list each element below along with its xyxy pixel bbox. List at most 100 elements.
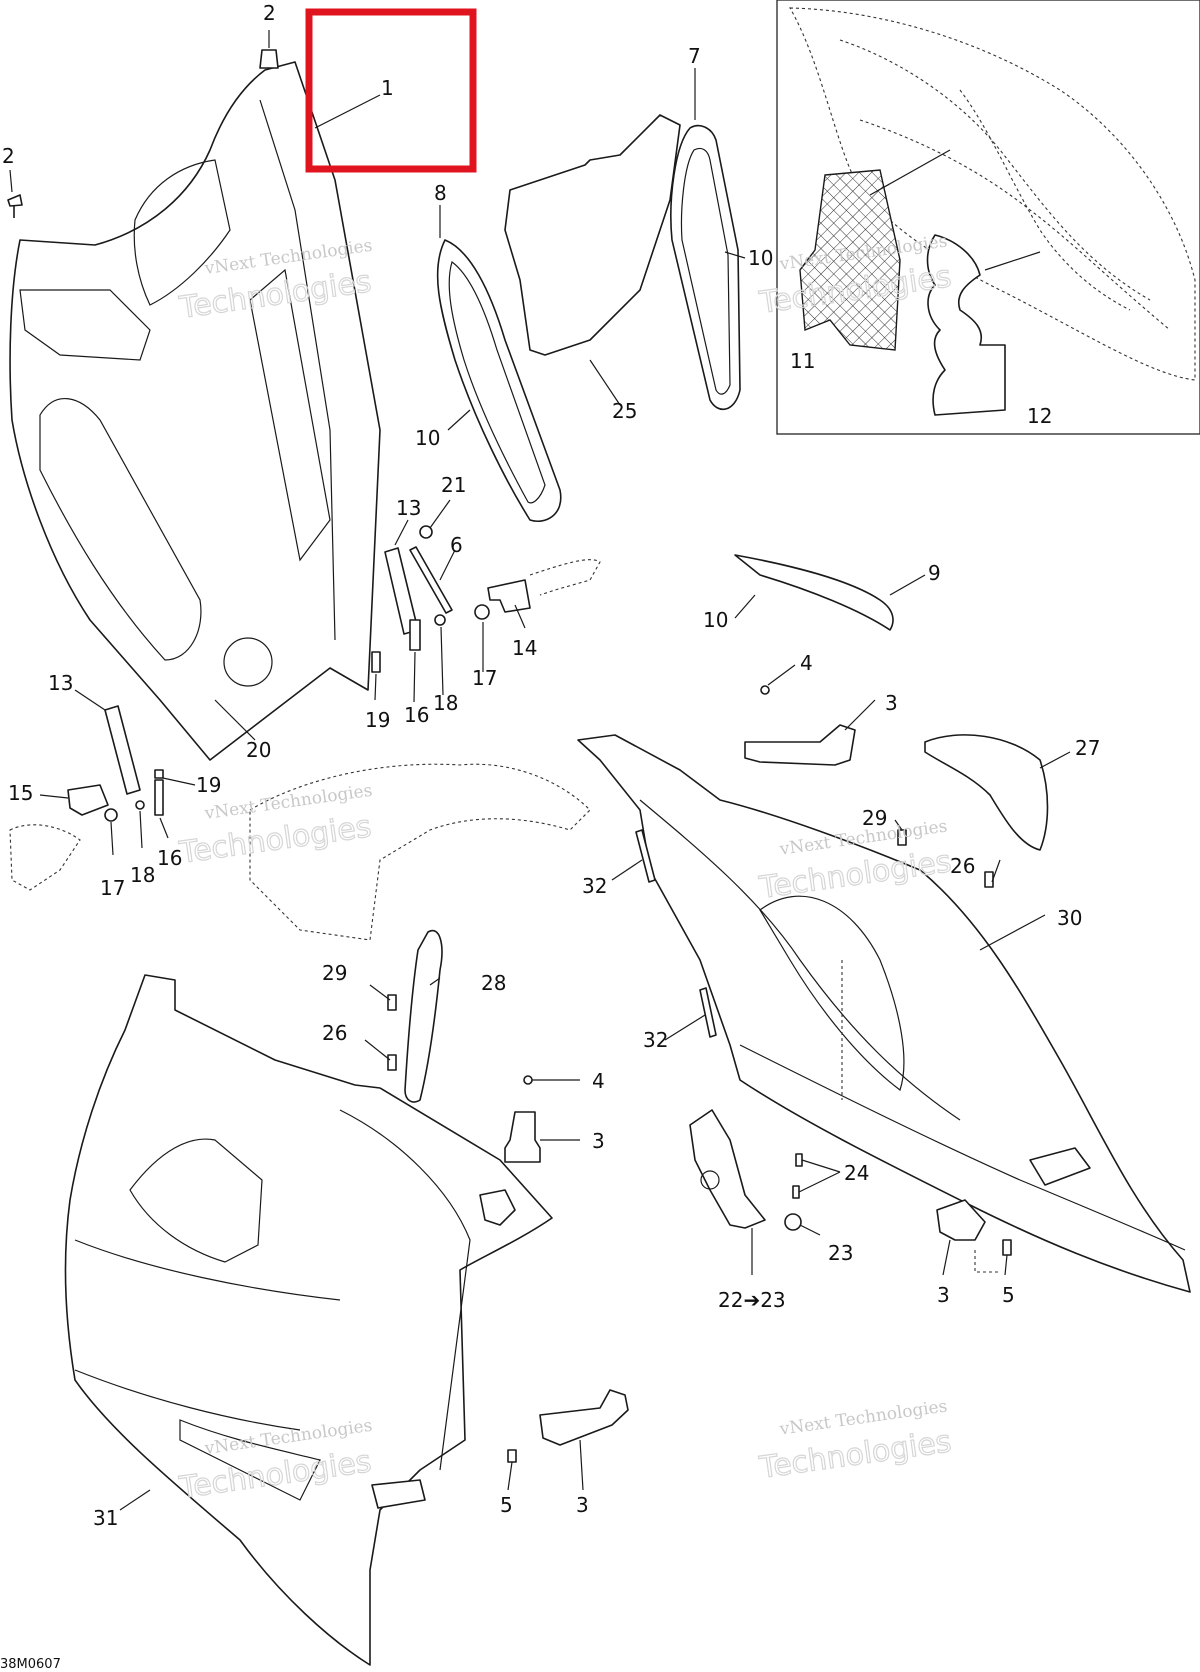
part-15-hinge <box>67 784 109 816</box>
part-21-washer <box>419 525 433 539</box>
part-26-screw-right <box>984 871 994 888</box>
part-8-inner <box>448 261 546 504</box>
callout-18: 18 <box>433 691 458 715</box>
part-17-washer <box>474 604 490 620</box>
part-4-clip-mid <box>523 1075 533 1085</box>
part-1-window-lower <box>39 398 202 661</box>
part-24-screw-b <box>792 1185 800 1199</box>
part-7-inner <box>680 147 731 395</box>
part-4-clip-upper <box>760 685 770 695</box>
callout-25: 25 <box>612 399 637 423</box>
part-12-foam <box>926 234 1006 416</box>
part-5-screw-right <box>1002 1239 1012 1256</box>
part-32-strip-upper <box>635 829 656 883</box>
part-26-screw-mid <box>387 1054 397 1071</box>
part-1-side-panel <box>9 61 381 761</box>
callout-15: 15 <box>8 781 33 805</box>
part-3-handle-bottom <box>539 1389 629 1446</box>
part-30-side-panel <box>577 734 1191 1293</box>
callout-16: 16 <box>404 703 429 727</box>
part-7-vent-frame <box>670 124 741 411</box>
callout-6: 6 <box>450 533 463 557</box>
inset-seat-inner-2 <box>859 119 1171 331</box>
part-3-knob-mid <box>504 1111 541 1163</box>
callout-2: 2 <box>2 144 15 168</box>
callout-20: 20 <box>246 738 271 762</box>
part-31-fold-lower <box>74 1369 301 1431</box>
part-28-cover <box>404 929 443 1103</box>
callout-14: 14 <box>512 636 537 660</box>
right-knob-hidden <box>974 1250 1000 1273</box>
part-30-inner-cut <box>759 895 905 1091</box>
callout-10: 10 <box>703 608 728 632</box>
inset-arrow-12 <box>984 251 1041 271</box>
part-31-handle <box>479 1189 516 1226</box>
part-29-screw-right <box>897 829 907 846</box>
callout-3: 3 <box>885 691 898 715</box>
part-31-window <box>129 1138 263 1263</box>
part-19-screw <box>371 651 381 673</box>
part-14-hinge <box>487 579 531 613</box>
part-25-panel <box>504 114 681 356</box>
part-24-screw-a <box>795 1153 803 1167</box>
callout-30: 30 <box>1057 906 1082 930</box>
callout-32: 32 <box>643 1028 668 1052</box>
callout-5: 5 <box>1002 1283 1015 1307</box>
callout-22: 22➔23 <box>718 1288 786 1312</box>
callout-11: 11 <box>790 349 815 373</box>
part-9-trim <box>734 554 894 631</box>
callout-2: 2 <box>263 1 276 25</box>
callout-29: 29 <box>862 806 887 830</box>
callout-13: 13 <box>396 496 421 520</box>
callout-12: 12 <box>1027 404 1052 428</box>
document-id: 38M0607 <box>0 1657 61 1672</box>
callout-32: 32 <box>582 874 607 898</box>
callout-3: 3 <box>937 1283 950 1307</box>
part-30-fold-line <box>639 799 961 1121</box>
callout-9: 9 <box>928 561 941 585</box>
part-29-screw-mid <box>387 994 397 1011</box>
callout-10: 10 <box>415 426 440 450</box>
part-31-fold-upper <box>74 1239 341 1301</box>
inset-arrow-11 <box>869 149 951 196</box>
part-30-lower-edge <box>739 1044 1186 1251</box>
callout-28: 28 <box>481 971 506 995</box>
highlight-box <box>305 8 477 173</box>
inset-frame <box>776 0 1200 435</box>
part-2-rivet <box>7 194 23 218</box>
callout-13: 13 <box>48 671 73 695</box>
part-16-bolt-lower <box>154 779 164 816</box>
callout-8: 8 <box>434 181 447 205</box>
watermark-top-right: vNext Technologies Technologies <box>756 231 954 321</box>
callout-26: 26 <box>322 1021 347 1045</box>
part-31-lower-cut <box>179 1419 321 1501</box>
part-18-washer-lower <box>135 800 145 810</box>
callout-4: 4 <box>800 651 813 675</box>
callout-19: 19 <box>196 773 221 797</box>
callout-16: 16 <box>157 846 182 870</box>
part-23-nut <box>784 1213 802 1231</box>
part-30-grip <box>1029 1147 1091 1186</box>
watermark-bottom-right: vNext Technologies Technologies <box>756 1396 954 1486</box>
part-1-edge <box>259 99 336 641</box>
part-19-screw-lower <box>154 769 164 779</box>
callout-1: 1 <box>381 76 394 100</box>
callout-26: 26 <box>950 854 975 878</box>
part-13-bracket-lower <box>104 705 141 795</box>
inset-seat-inner-3 <box>959 89 1131 311</box>
part-1-scoop <box>19 289 151 361</box>
callout-23: 23 <box>828 1241 853 1265</box>
callout-7: 7 <box>688 44 701 68</box>
callout-27: 27 <box>1075 736 1100 760</box>
callout-5: 5 <box>500 1493 513 1517</box>
callout-3: 3 <box>576 1493 589 1517</box>
callout-18: 18 <box>130 863 155 887</box>
leader-lines <box>9 30 1071 1511</box>
part-6-rod <box>409 546 453 614</box>
part-31-grip <box>371 1479 426 1509</box>
part-32-strip-lower <box>699 987 717 1038</box>
callout-10: 10 <box>748 246 773 270</box>
part-1-round-port <box>223 637 273 687</box>
callout-21: 21 <box>441 473 466 497</box>
